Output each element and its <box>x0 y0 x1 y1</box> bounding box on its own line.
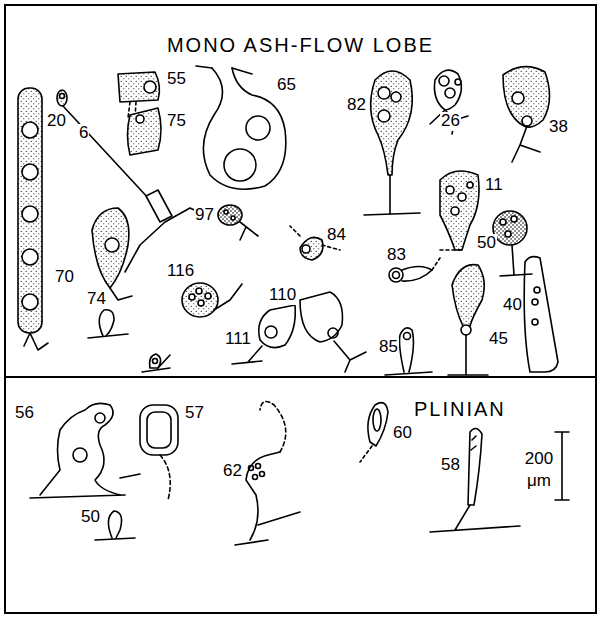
callout-number: 58 <box>440 456 461 475</box>
callout-number: 62 <box>222 462 243 481</box>
callout-number: 110 <box>268 286 297 305</box>
callout-number: 57 <box>184 404 205 423</box>
callout-number: 60 <box>392 424 413 443</box>
callout-number: 11 <box>484 176 504 195</box>
callout-number: 75 <box>166 112 187 131</box>
callout-number: 26 <box>440 112 461 131</box>
callout-number: 6 <box>78 124 89 143</box>
callout-number: 38 <box>548 118 569 137</box>
callout-number: 97 <box>194 206 215 225</box>
callout-number: 65 <box>276 76 297 95</box>
callout-number: 20 <box>46 112 67 131</box>
callout-number: 74 <box>86 290 107 309</box>
callout-number: 45 <box>488 330 509 349</box>
callout-number: 55 <box>166 70 187 89</box>
callout-number: 85 <box>378 338 399 357</box>
callout-number: 84 <box>326 226 347 245</box>
callout-number: 50 <box>80 508 101 527</box>
callout-number: 82 <box>346 96 367 115</box>
callout-number: 50 <box>476 234 497 253</box>
callout-number: 83 <box>386 246 407 265</box>
callout-number: 56 <box>14 404 35 423</box>
callout-number: 116 <box>166 262 195 281</box>
panel-title: PLINIAN <box>412 398 508 421</box>
scale-label: 200 μm <box>520 448 558 492</box>
figure-panel: MONO ASH-FLOW LOBE <box>4 4 597 378</box>
panel-title: MONO ASH-FLOW LOBE <box>165 34 436 57</box>
figure-panel: PLINIAN <box>4 376 597 614</box>
callout-number: 40 <box>502 296 523 315</box>
callout-number: 111 <box>224 330 252 349</box>
callout-number: 70 <box>54 268 75 287</box>
